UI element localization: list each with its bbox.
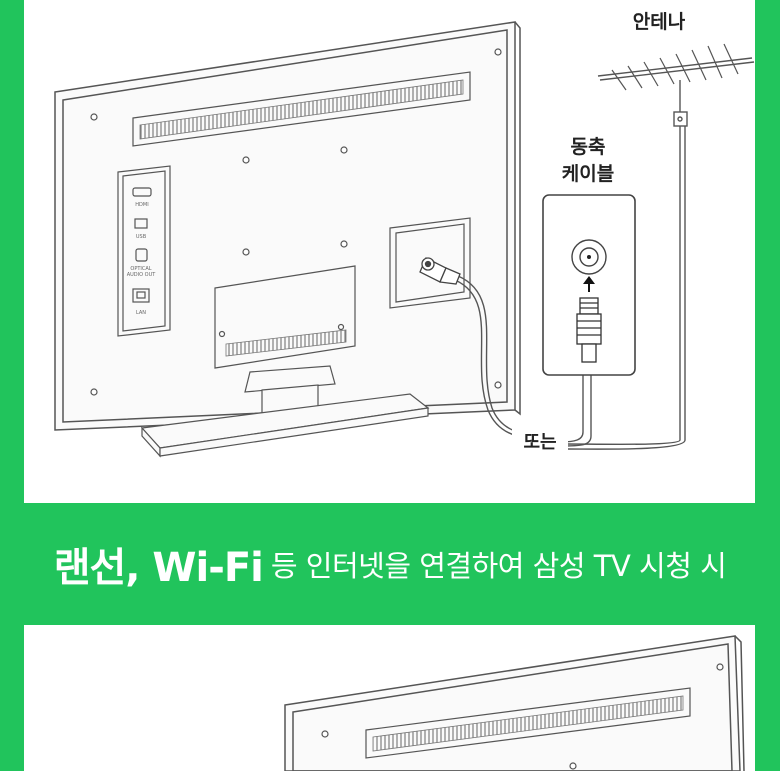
top-vent-2 — [365, 687, 691, 759]
tv-rear-illustration: HDMI USB OPTICAL AUDIO OUT LAN — [54, 11, 755, 458]
screw-holes — [90, 48, 502, 396]
antenna-label: 안테나 — [633, 11, 686, 33]
optical-port-label-2: AUDIO OUT — [127, 272, 157, 278]
tv-coax-connector — [419, 257, 461, 285]
lan-port-label: LAN — [136, 310, 146, 316]
screw-holes-2 — [321, 663, 724, 770]
banner-strong-text: 랜선, Wi-Fi — [53, 545, 264, 591]
antenna — [565, 43, 755, 450]
tv-rear-illustration-2 — [284, 635, 745, 771]
top-vent — [132, 71, 471, 147]
lower-bracket — [214, 265, 356, 369]
antenna-input-plate — [389, 217, 471, 309]
optical-port-label: OPTICAL — [130, 266, 151, 272]
side-port-panel — [117, 165, 171, 337]
antenna-connection-diagram: HDMI USB OPTICAL AUDIO OUT LAN — [24, 0, 755, 503]
banner-normal-text: 등 인터넷을 연결하여 삼성 TV 시청 시 — [270, 549, 727, 583]
coax-label-line1: 동축 — [571, 136, 606, 158]
coax-label-line2: 케이블 — [562, 163, 614, 185]
tv-stand — [140, 365, 430, 458]
internet-connection-banner: 랜선, Wi-Fi 등 인터넷을 연결하여 삼성 TV 시청 시 — [0, 503, 780, 625]
arrow-up-icon — [583, 276, 595, 292]
hdmi-port-label: HDMI — [135, 202, 148, 208]
usb-port-label: USB — [136, 234, 147, 240]
or-label: 또는 — [523, 432, 556, 453]
coax-plug — [576, 297, 602, 363]
internet-connection-diagram — [24, 625, 755, 771]
